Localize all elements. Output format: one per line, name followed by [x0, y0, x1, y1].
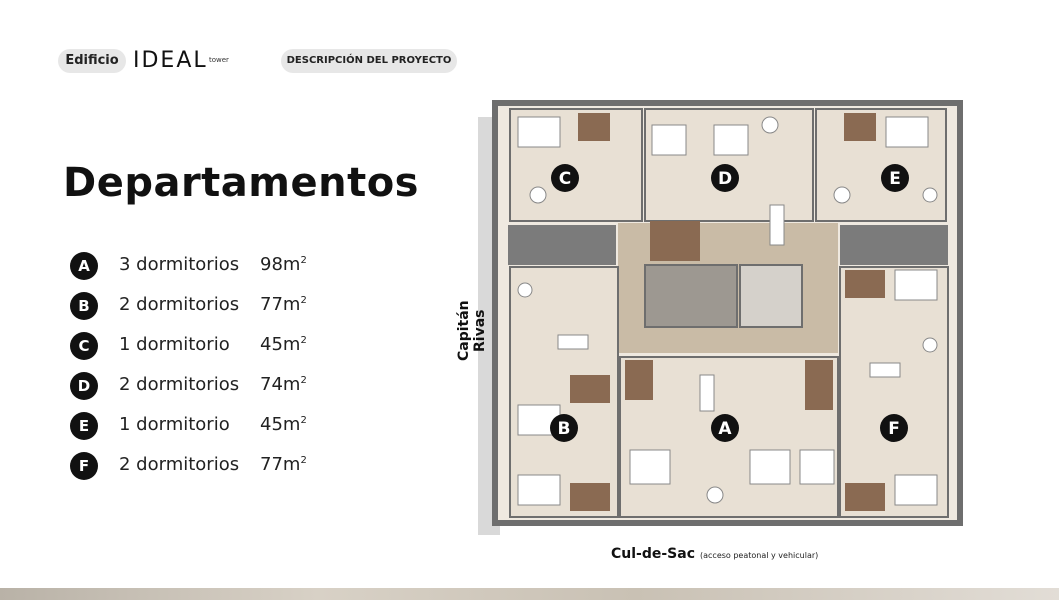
unit-list: A 3 dormitorios 98m2 B 2 dormitorios 77m…	[70, 250, 370, 490]
wet-room	[570, 375, 610, 403]
edificio-label: Edificio	[58, 49, 126, 73]
marker-f-label: F	[888, 419, 900, 439]
round-table	[517, 282, 533, 298]
bed	[894, 269, 938, 301]
plan-void-left	[508, 225, 616, 265]
round-table	[833, 186, 851, 204]
round-table	[761, 116, 779, 134]
bed	[517, 474, 561, 506]
wet-room	[805, 360, 833, 410]
wet-room	[578, 113, 610, 141]
unit-description: 2 dormitorios	[119, 454, 240, 475]
unit-badge: A	[70, 252, 98, 280]
unit-area: 45m2	[260, 414, 307, 435]
bed	[749, 449, 791, 485]
next-slide-preview-strip	[0, 588, 1059, 600]
unit-row-b: B 2 dormitorios 77m2	[70, 290, 370, 330]
marker-c-label: C	[559, 169, 571, 189]
bed	[517, 116, 561, 148]
wet-room	[845, 483, 885, 511]
bed	[713, 124, 749, 156]
plan-elevator-core	[739, 264, 803, 328]
marker-a: A	[711, 414, 739, 442]
unit-badge: B	[70, 292, 98, 320]
marker-d-label: D	[718, 169, 732, 189]
plan-void-right	[840, 225, 948, 265]
bed	[651, 124, 687, 156]
bed	[629, 449, 671, 485]
round-table	[922, 337, 938, 353]
round-table	[922, 187, 938, 203]
street-label-front: Cul-de-Sac	[611, 546, 696, 562]
marker-f: F	[880, 414, 908, 442]
unit-a-area	[619, 356, 839, 518]
wet-room	[570, 483, 610, 511]
unit-badge: E	[70, 412, 98, 440]
round-table	[529, 186, 547, 204]
wet-room	[845, 270, 885, 298]
street-label-front-note: (acceso peatonal y vehicular)	[700, 551, 819, 560]
wet-room	[844, 113, 876, 141]
floor-plan: C D E B A F	[478, 100, 963, 535]
page-title: Departamentos	[63, 160, 419, 206]
unit-area: 77m2	[260, 294, 307, 315]
unit-badge: C	[70, 332, 98, 360]
dining-table	[557, 334, 589, 350]
unit-row-c: C 1 dormitorio 45m2	[70, 330, 370, 370]
unit-area: 77m2	[260, 454, 307, 475]
street-label-side: Capitán Rivas	[456, 300, 488, 361]
marker-b: B	[550, 414, 578, 442]
unit-row-e: E 1 dormitorio 45m2	[70, 410, 370, 450]
marker-b-label: B	[558, 419, 571, 439]
unit-badge: F	[70, 452, 98, 480]
unit-area: 45m2	[260, 334, 307, 355]
marker-a-label: A	[718, 419, 732, 439]
unit-row-f: F 2 dormitorios 77m2	[70, 450, 370, 490]
unit-description: 2 dormitorios	[119, 374, 240, 395]
unit-description: 3 dormitorios	[119, 254, 240, 275]
unit-row-a: A 3 dormitorios 98m2	[70, 250, 370, 290]
unit-row-d: D 2 dormitorios 74m2	[70, 370, 370, 410]
brand-sub: tower	[209, 56, 229, 64]
unit-badge: D	[70, 372, 98, 400]
marker-c: C	[551, 164, 579, 192]
round-table	[706, 486, 724, 504]
bed	[799, 449, 835, 485]
dining-table	[769, 204, 785, 246]
unit-description: 1 dormitorio	[119, 334, 230, 355]
unit-area: 98m2	[260, 254, 307, 275]
brand-logo: IDEAL	[133, 48, 208, 73]
dining-table	[869, 362, 901, 378]
wet-room	[650, 221, 700, 261]
marker-d: D	[711, 164, 739, 192]
unit-area: 74m2	[260, 374, 307, 395]
marker-e: E	[881, 164, 909, 192]
bed	[894, 474, 938, 506]
marker-e-label: E	[889, 169, 901, 189]
wet-room	[625, 360, 653, 400]
bed	[885, 116, 929, 148]
unit-description: 1 dormitorio	[119, 414, 230, 435]
section-label: DESCRIPCIÓN DEL PROYECTO	[281, 49, 457, 73]
unit-description: 2 dormitorios	[119, 294, 240, 315]
plan-stair-core	[644, 264, 738, 328]
dining-table	[699, 374, 715, 412]
